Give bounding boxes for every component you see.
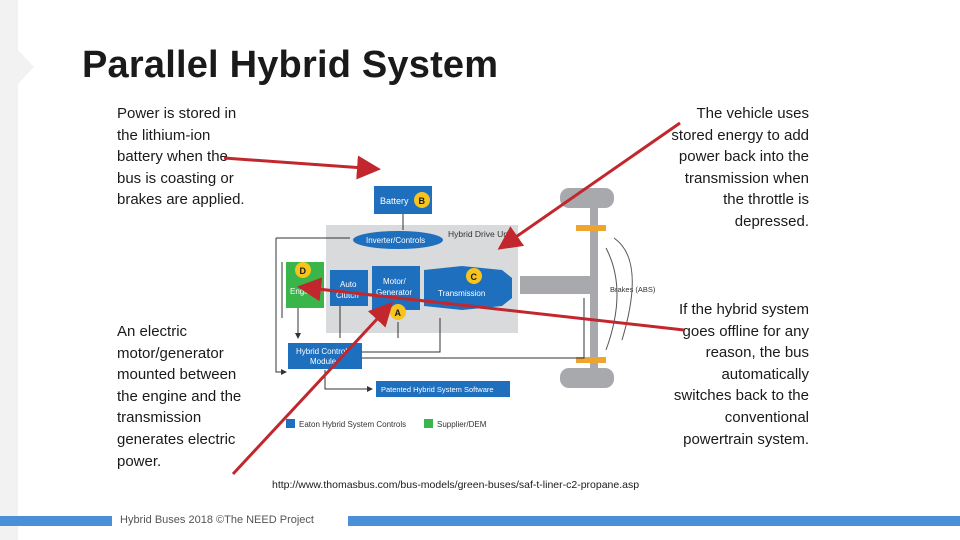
- legend-supplier-label: Supplier/DEM: [437, 420, 487, 429]
- transmission-label: Transmission: [438, 289, 485, 298]
- arrow-to-hybrid-drive-unit: [497, 121, 681, 250]
- left-edge-notch: [18, 50, 34, 84]
- arrow-to-battery: [223, 155, 381, 180]
- footer-bar-right: [348, 516, 960, 526]
- motor-generator-label-2: Generator: [376, 288, 412, 297]
- battery-label: Battery: [380, 196, 409, 206]
- badge-d-label: D: [300, 266, 307, 276]
- legend-eaton-label: Eaton Hybrid System Controls: [299, 420, 406, 429]
- auto-clutch-label-2: Clutch: [336, 291, 359, 300]
- transmission-box: [424, 266, 512, 310]
- axle-marker-front: [576, 225, 606, 231]
- badge-b-label: B: [419, 196, 426, 206]
- legend-swatch-supplier: [424, 419, 433, 428]
- badge-c-label: C: [471, 272, 478, 282]
- battery-storage-text: Power is stored in the lithium-ion batte…: [117, 105, 245, 209]
- inverter-controls-label: Inverter/Controls: [366, 236, 425, 245]
- badge-d: [295, 262, 311, 278]
- front-wheel-left: [560, 188, 614, 208]
- callout-arrows: [223, 121, 685, 476]
- auto-clutch-label-1: Auto: [340, 280, 357, 289]
- footer-text: Hybrid Buses 2018 ©The NEED Project: [120, 514, 314, 526]
- hybrid-drive-unit-label: Hybrid Drive Unit: [448, 229, 513, 239]
- driveshaft: [520, 276, 596, 294]
- legend-swatch-eaton: [286, 419, 295, 428]
- badge-b: [414, 192, 430, 208]
- axle-marker-rear: [576, 357, 606, 363]
- hybrid-software-box: [376, 381, 510, 397]
- badge-a-label: A: [395, 308, 402, 318]
- badge-a: [390, 304, 406, 320]
- motor-generator-text: An electric motor/generator mounted betw…: [117, 323, 242, 470]
- offline-fallback-text: If the hybrid system goes offline for an…: [673, 301, 809, 448]
- hcm-label-1: Hybrid Control: [296, 347, 347, 356]
- hybrid-software-label: Patented Hybrid System Software: [381, 385, 494, 394]
- left-edge-strip: [0, 0, 18, 540]
- chassis: [520, 188, 614, 388]
- arrow-to-motor-generator: [231, 301, 394, 476]
- source-url: http://www.thomasbus.com/bus-models/gree…: [272, 479, 640, 491]
- footer-bar-left: [0, 516, 112, 526]
- arrow-to-engine: [297, 277, 685, 332]
- stored-energy-text: The vehicle uses stored energy to add po…: [671, 105, 809, 230]
- slide-title: Parallel Hybrid System: [82, 44, 499, 86]
- hcm-label-2: Module: [310, 357, 337, 366]
- auto-clutch-box: [330, 270, 368, 306]
- rear-wheel-left: [560, 368, 614, 388]
- inverter-controls-box: [353, 231, 443, 249]
- brakes-label: Brakes (ABS): [610, 285, 656, 294]
- badge-c: [466, 268, 482, 284]
- brake-indicators: [605, 237, 633, 351]
- motor-generator-label-1: Motor/: [383, 277, 406, 286]
